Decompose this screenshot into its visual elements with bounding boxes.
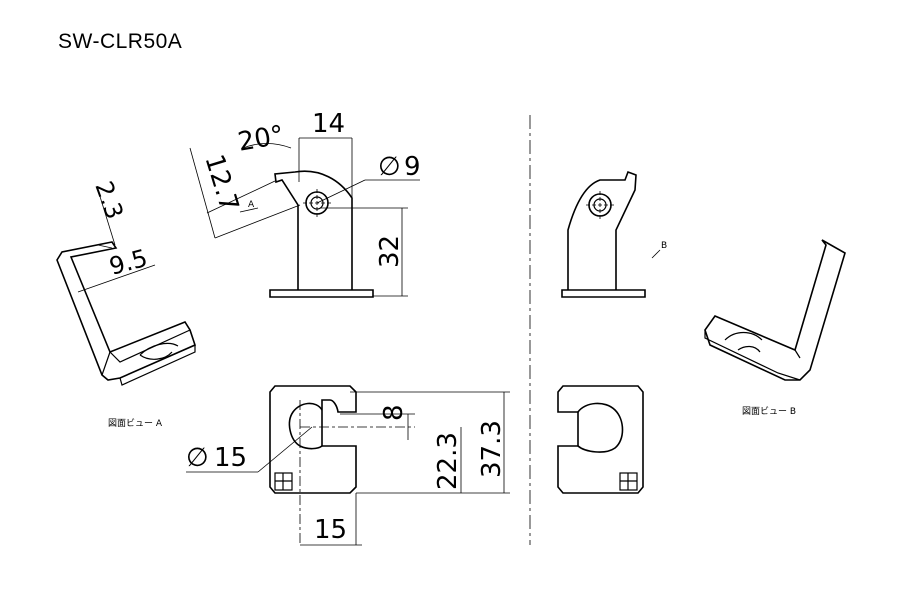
front-view-dimensions — [189, 137, 420, 297]
view-b-label: 図面ビュー B — [742, 406, 796, 417]
isometric-view-b — [704, 239, 846, 381]
dim-height: 32 — [375, 235, 405, 268]
dim-total-height: 37.3 — [477, 420, 507, 478]
isometric-view-a — [56, 241, 196, 386]
bottom-view — [269, 385, 357, 494]
dim-width-top: 14 — [312, 109, 345, 139]
dim-diameter-symbol-bottom: ∅ — [186, 443, 209, 473]
mirror-front-view — [561, 170, 661, 298]
mirror-bottom-view — [557, 385, 644, 494]
dim-slot-offset: 8 — [379, 404, 409, 421]
view-a-label: 図面ビュー A — [108, 418, 163, 429]
arrow-b-label: B — [661, 241, 667, 251]
dim-flange-t: 2.3 — [89, 177, 128, 222]
dim-slant-len: 12.7 — [198, 151, 244, 215]
dim-slot-dia: 15 — [214, 443, 247, 473]
drawing-title: SW-CLR50A — [58, 30, 183, 53]
dim-angle: 20° — [236, 120, 287, 158]
front-view — [269, 170, 374, 298]
bottom-view-dimensions — [186, 391, 510, 546]
dim-slot-width: 15 — [314, 515, 347, 545]
dim-slot-height: 22.3 — [433, 432, 463, 490]
arrow-a-label: A — [248, 200, 255, 210]
iso-a-dimensions — [77, 189, 156, 293]
dim-hole-dia: 9 — [404, 152, 421, 182]
dim-diameter-symbol-top: ∅ — [378, 152, 401, 182]
